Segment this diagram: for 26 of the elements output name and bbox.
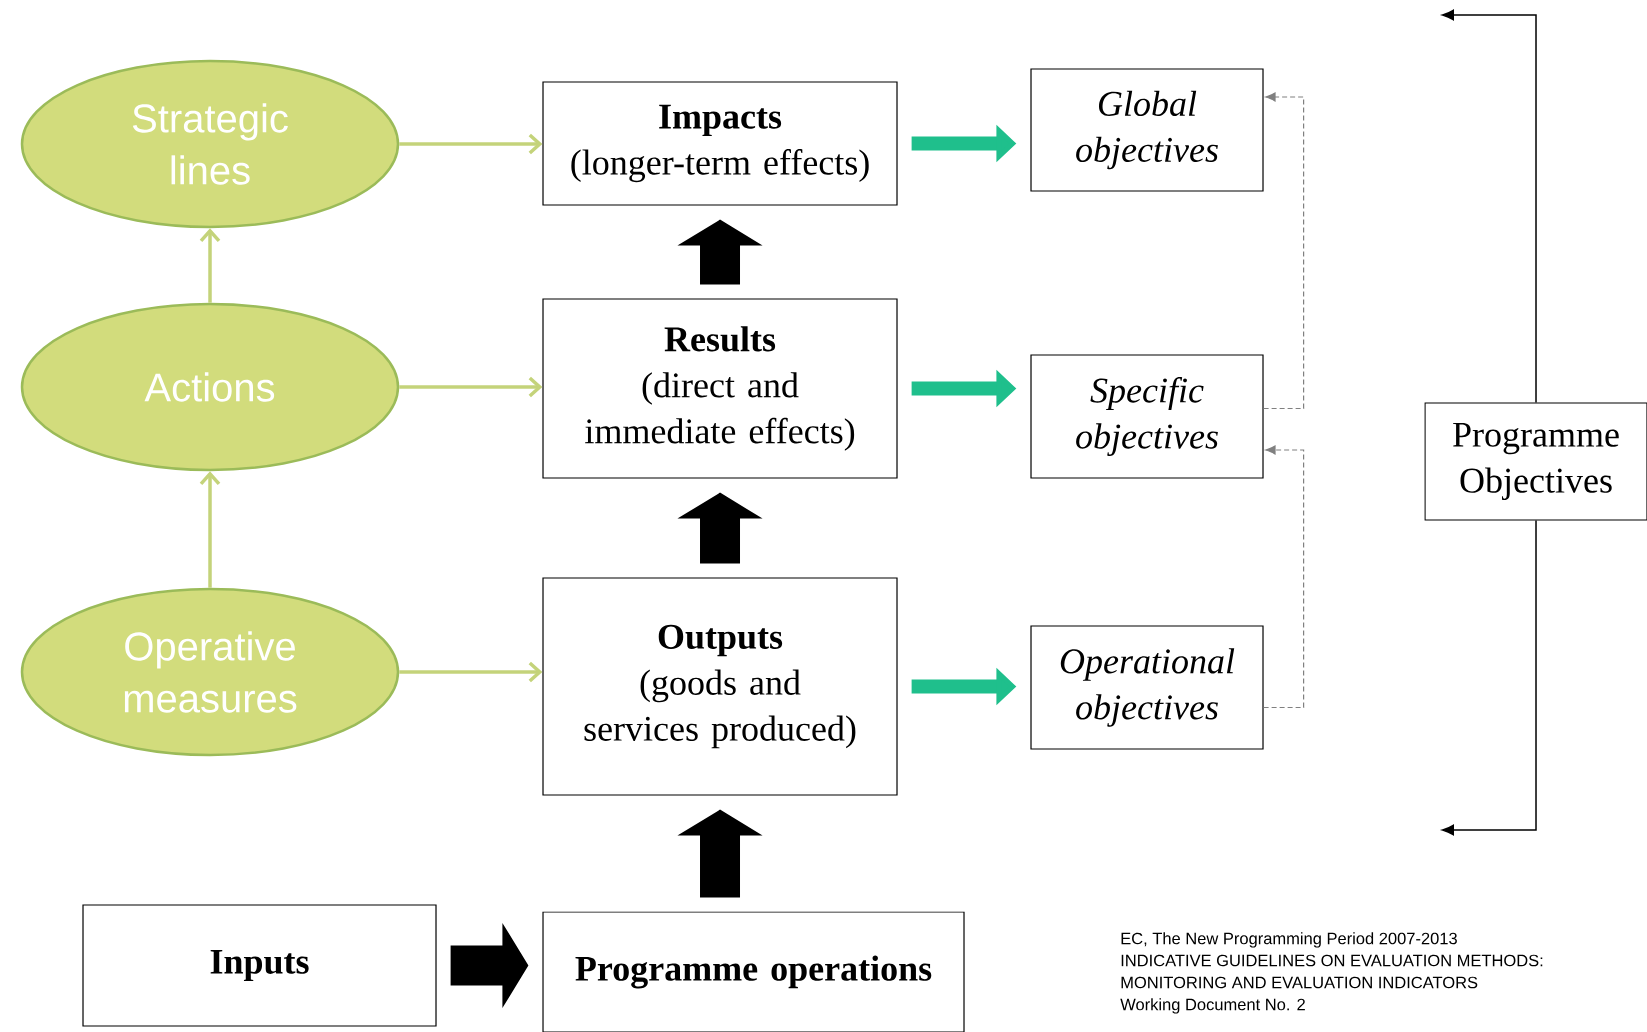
process-box: Impacts (longer-term effects) [542, 81, 898, 206]
process-box: Inputs [82, 904, 437, 1027]
objective-box: Specific objectives [1030, 354, 1264, 479]
label: EC, The New Programming Period 2007-2013 [1121, 932, 1457, 948]
arrow [399, 376, 543, 398]
label: Working Document No. 2 [1120, 998, 1305, 1014]
source-note: EC, The New Programming Period 2007-2013 INDICATIVE GUIDELINES ON EVALUATION METHODS: MONITORING AND EVALUATION INDICATORS Working Document No. 2 [1120, 932, 1543, 1014]
process-box: Results (direct and immediate effects) [542, 298, 898, 479]
oval-node: Strategic lines [20, 59, 400, 229]
arrow [399, 133, 543, 155]
label: MONITORING AND EVALUATION INDICATORS [1121, 976, 1478, 989]
arrow [1263, 445, 1305, 709]
objective-box: Global objectives [1030, 68, 1264, 192]
arrow [1442, 519, 1537, 836]
oval-node: Operative measures [20, 587, 400, 757]
process-box: Outputs (goods and services produced) [542, 577, 898, 796]
arrow [199, 471, 221, 588]
label-box: Programme Objectives [1424, 402, 1647, 521]
arrow [1263, 92, 1305, 410]
arrow [199, 228, 221, 303]
arrow [1442, 9, 1537, 404]
oval-node: Actions [20, 302, 400, 472]
label: INDICATIVE GUIDELINES ON EVALUATION METHODS: [1121, 954, 1543, 967]
process-box: Programme operations [542, 911, 965, 1032]
arrow [399, 661, 543, 683]
objective-box: Operational objectives [1030, 625, 1264, 750]
